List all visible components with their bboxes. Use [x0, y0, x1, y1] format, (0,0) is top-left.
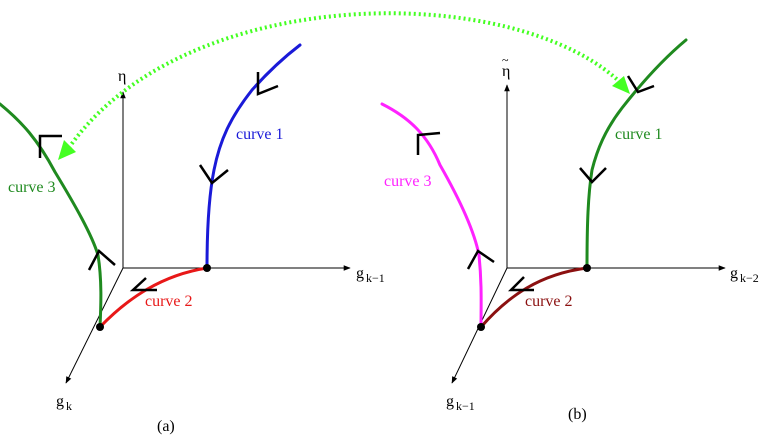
- label-a-curve-2: curve 2: [145, 293, 193, 310]
- direction-arrow-icon: [507, 276, 534, 292]
- direction-arrow-icon: [129, 277, 157, 292]
- direction-arrow-icon: [579, 167, 607, 184]
- point-b-curve3-origin: [477, 323, 485, 331]
- point-b-curve1-origin: [583, 264, 591, 272]
- label-a-eta: η: [118, 68, 126, 85]
- curve-1-b: [585, 38, 688, 270]
- direction-arrow-icon: [256, 72, 279, 96]
- curve-3-b: [380, 102, 483, 329]
- curve-3-a: [0, 102, 103, 329]
- label-b-curve-2: curve 2: [525, 293, 573, 310]
- label-b-curve-3: curve 3: [384, 173, 432, 190]
- direction-arrow-icon: [626, 75, 655, 94]
- mapping-arrow-line: [64, 11, 626, 154]
- direction-arrow-icon: [466, 249, 495, 270]
- label-a-curve-1: curve 1: [236, 126, 284, 143]
- label-b-eta-tilde: ~: [502, 53, 509, 67]
- axis-a-diagonal: [65, 267, 124, 384]
- point-a-curve3-origin: [96, 323, 104, 331]
- mapping-arrow-head-left-icon: [58, 140, 76, 160]
- caption-b: (b): [568, 406, 587, 423]
- direction-arrow-icon: [38, 134, 62, 158]
- direction-arrow-icon: [198, 164, 229, 185]
- curve-2-b: [479, 266, 589, 329]
- direction-arrow-icon: [416, 131, 441, 155]
- caption-a: (a): [157, 418, 175, 435]
- label-a-curve-3: curve 3: [8, 179, 56, 196]
- point-a-curve1-origin: [203, 264, 211, 272]
- mapping-arrow-head-right-icon: [612, 76, 630, 94]
- label-b-curve-1: curve 1: [615, 126, 663, 143]
- label-b-eta: η: [502, 63, 510, 80]
- curve-1-a: [205, 43, 302, 270]
- direction-arrow-icon: [87, 249, 116, 271]
- mapping-arrow: [58, 11, 630, 160]
